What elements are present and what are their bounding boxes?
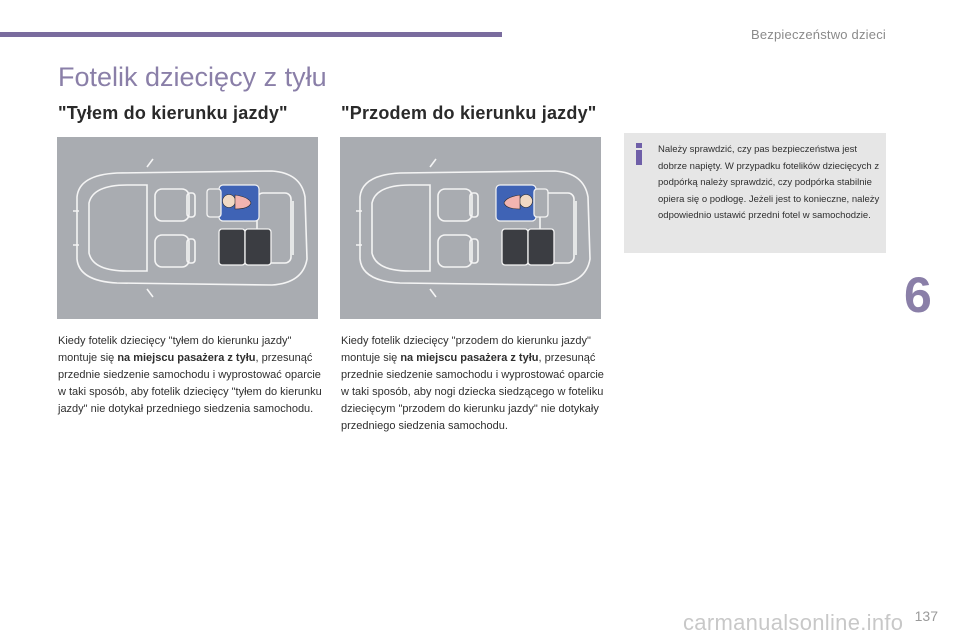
info-icon — [636, 143, 642, 165]
chapter-number: 6 — [904, 267, 932, 323]
info-note-text: Należy sprawdzić, czy pas bezpieczeństwa… — [658, 144, 880, 221]
page-title: Fotelik dziecięcy z tyłu — [58, 62, 327, 92]
rear-facing-text-bold: na miejscu pasażera z tyłu — [117, 352, 256, 364]
rear-facing-text-start: Kiedy fotelik dziecięcy "tyłem do kierun… — [58, 335, 292, 364]
rear-facing-car-diagram — [57, 137, 318, 319]
forward-facing-heading: "Przodem do kierunku jazdy" — [341, 103, 597, 123]
forward-facing-text-start: Kiedy fotelik dziecięcy "przodem do kier… — [341, 335, 591, 364]
watermark: carmanualsonline.info — [683, 610, 904, 635]
car-top-view-illustration — [57, 137, 318, 319]
rear-facing-heading: "Tyłem do kierunku jazdy" — [58, 103, 288, 123]
forward-facing-text-bold: na miejscu pasażera z tyłu — [400, 352, 539, 364]
header-accent-bar — [0, 32, 502, 37]
forward-facing-car-diagram — [340, 137, 601, 319]
section-header: Bezpieczeństwo dzieci — [751, 27, 886, 42]
rear-facing-description: Kiedy fotelik dziecięcy "tyłem do kierun… — [58, 333, 326, 418]
forward-facing-text-end: , przesunąć przednie siedzenie samochodu… — [341, 352, 604, 432]
rear-facing-text-end: , przesunąć przednie siedzenie samochodu… — [58, 352, 322, 415]
page-number: 137 — [914, 608, 938, 624]
car-top-view-illustration — [340, 137, 601, 319]
forward-facing-description: Kiedy fotelik dziecięcy "przodem do kier… — [341, 333, 609, 435]
info-note-box: Należy sprawdzić, czy pas bezpieczeństwa… — [624, 133, 886, 253]
